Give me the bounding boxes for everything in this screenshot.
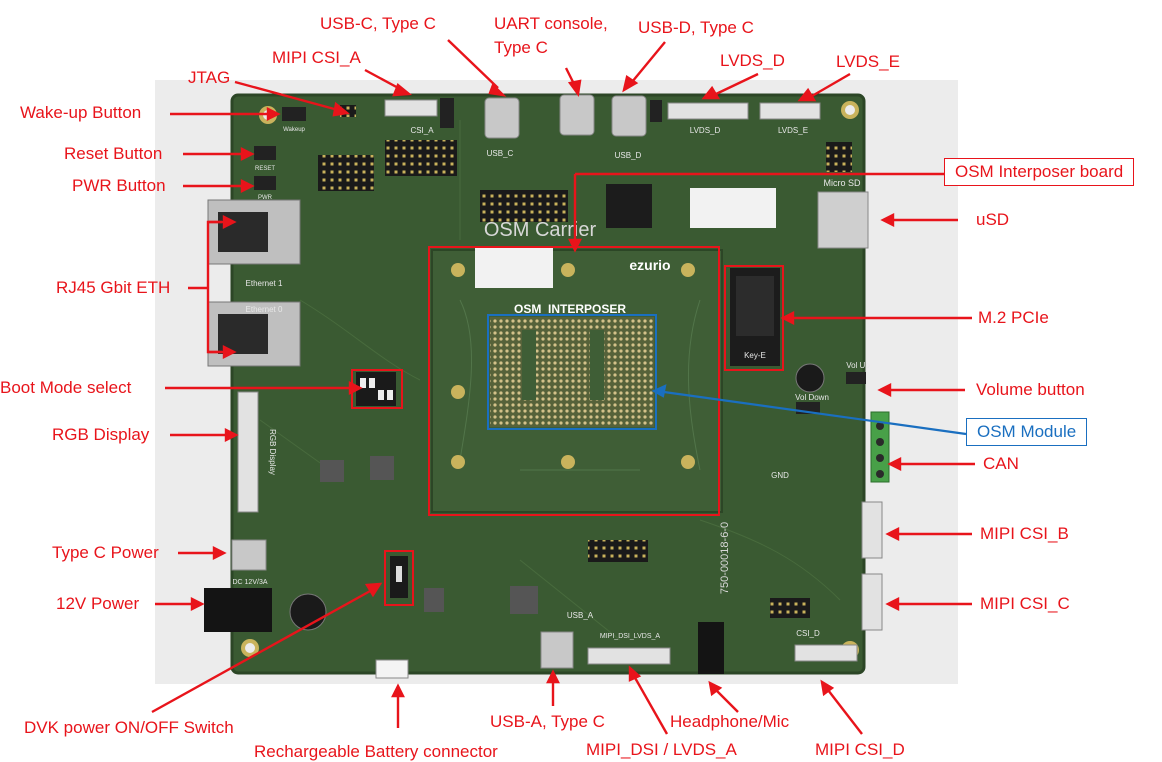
silk-csi-a: CSI_A — [410, 126, 434, 135]
silk-csi-d: CSI_D — [796, 629, 820, 638]
rgb-display-connector — [237, 391, 259, 513]
silk-eth0: Ethernet 0 — [246, 305, 283, 314]
silk-part-number: 750-00018-6-0 — [719, 522, 731, 594]
label-rgb: RGB Display — [52, 425, 150, 444]
lvds-e-connector — [759, 102, 821, 120]
header-block-2 — [385, 140, 457, 176]
label-rj45: RJ45 Gbit ETH — [56, 278, 171, 297]
mipi-dsi-connector — [587, 647, 671, 665]
silk-lvds-d: LVDS_D — [690, 126, 721, 135]
lvds-d-connector — [667, 102, 749, 120]
callout-arrows — [151, 39, 975, 735]
silk-wakeup: Wakeup — [283, 127, 305, 133]
label-osm-module: OSM Module — [966, 418, 1088, 446]
silk-mipi-dsi: MIPI_DSI_LVDS_A — [600, 633, 661, 640]
silk-micro-sd: Micro SD — [823, 178, 861, 188]
label-usb-c: USB-C, Type C — [320, 14, 436, 33]
silk-vol-up: Vol Up — [846, 361, 870, 370]
silk-brand: ezurio — [629, 257, 670, 273]
interposer-holes — [451, 263, 695, 469]
label-jtag: JTAG — [188, 68, 231, 87]
capacitor — [795, 363, 825, 393]
silk-reset: RESET — [255, 166, 275, 172]
label-uart-line1: UART console, — [494, 14, 608, 33]
label-wakeup: Wake-up Button — [20, 103, 142, 122]
osm-module-highlight — [487, 314, 657, 430]
csi-a-connector — [384, 99, 438, 117]
silk-usb-c: USB_C — [487, 149, 514, 158]
csi-d-connector — [794, 644, 858, 662]
label-battery: Rechargeable Battery connector — [254, 742, 498, 761]
usb-d-port — [611, 95, 647, 137]
silk-title: OSM Carrier — [484, 219, 597, 241]
can-terminal — [870, 411, 890, 483]
label-mipi-dsi: MIPI_DSI / LVDS_A — [586, 740, 737, 759]
uart-port — [559, 94, 595, 136]
label-m2: M.2 PCIe — [978, 308, 1049, 327]
typec-power-port — [231, 539, 267, 571]
silk-dc-power: DC 12V/3A — [232, 579, 267, 586]
usb-c-port — [484, 97, 520, 139]
silk-lvds-e: LVDS_E — [778, 126, 808, 135]
silk-eth1: Ethernet 1 — [246, 279, 283, 288]
label-typec-power: Type C Power — [52, 543, 159, 562]
label-mipi-csi-c: MIPI CSI_C — [980, 594, 1070, 613]
label-usb-a: USB-A, Type C — [490, 712, 605, 731]
soc-chip — [606, 184, 652, 228]
label-usd: uSD — [976, 210, 1010, 229]
label-uart-line2: Type C — [494, 38, 548, 57]
silk-gnd: GND — [771, 471, 789, 480]
battery-connector — [375, 659, 409, 679]
label-osm-interposer: OSM Interposer board — [944, 158, 1135, 186]
dvk-highlight — [384, 550, 414, 606]
osm-module-bga — [490, 317, 654, 427]
headphone-jack — [698, 622, 724, 674]
csi-c-connector — [861, 573, 883, 631]
silk-usb-d: USB_D — [615, 151, 642, 160]
silk-rgb: RGB Display — [268, 429, 277, 475]
label-lvds-e: LVDS_E — [836, 52, 900, 71]
silk-interposer: OSM_INTERPOSER — [514, 302, 626, 316]
label-headphone: Headphone/Mic — [670, 712, 790, 731]
vol-up-button — [846, 372, 866, 384]
wakeup-switch — [282, 107, 306, 121]
silk-key-e: Key-E — [744, 351, 766, 360]
label-12v-power: 12V Power — [56, 594, 140, 613]
label-reset: Reset Button — [64, 144, 163, 163]
label-sticker-top — [690, 188, 776, 228]
silk-pwr: PWR — [258, 195, 273, 201]
silk-usb-a: USB_A — [567, 611, 594, 620]
csi-b-connector — [861, 501, 883, 559]
usb-a-port — [540, 631, 574, 669]
header-block-1 — [318, 155, 374, 191]
osm-module-arrow — [651, 384, 967, 436]
interposer-sticker — [475, 248, 553, 288]
label-mipi-csi-a: MIPI CSI_A — [272, 48, 361, 67]
micro-sd-slot — [817, 191, 869, 249]
label-pwr: PWR Button — [72, 176, 166, 195]
label-lvds-d: LVDS_D — [720, 51, 785, 70]
header-block-4 — [826, 142, 852, 172]
label-usb-d: USB-D, Type C — [638, 18, 754, 37]
silk-vol-down: Vol Down — [795, 393, 829, 402]
reset-switch — [254, 146, 276, 160]
label-mipi-csi-b: MIPI CSI_B — [980, 524, 1069, 543]
header-block-3 — [480, 190, 568, 222]
label-can: CAN — [983, 454, 1019, 473]
boot-dip-switch — [356, 372, 396, 406]
label-dvk-switch: DVK power ON/OFF Switch — [24, 718, 234, 737]
label-mipi-csi-d: MIPI CSI_D — [815, 740, 905, 759]
dc-jack — [204, 588, 272, 632]
pwr-switch — [254, 176, 276, 190]
label-volume: Volume button — [976, 380, 1085, 399]
label-boot: Boot Mode select — [0, 378, 132, 397]
